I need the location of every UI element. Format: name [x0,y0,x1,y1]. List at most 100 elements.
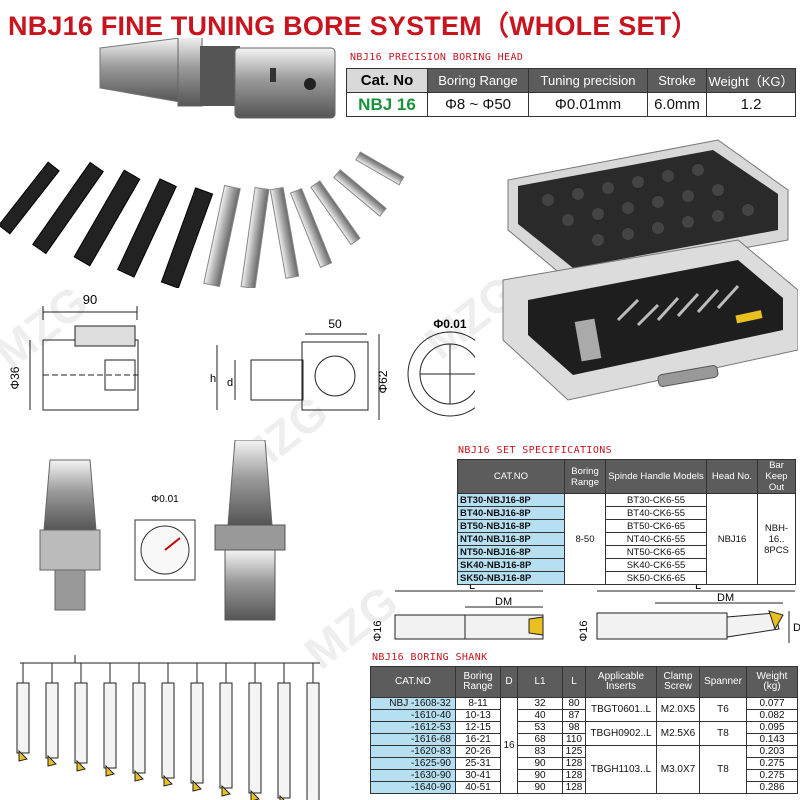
header-cell: CAT.NO [457,459,565,494]
insert-icon [47,754,57,767]
dim-D: D [793,622,800,634]
keep-out-cell: NBH-16.. 8PCS [757,493,796,585]
cat-no: -1610-40 [370,709,456,722]
set-header-row: CAT.NO Boring Range Spinde Handle Models… [457,459,796,494]
header-cell: L1 [517,666,563,698]
screw: M3.0X7 [656,745,700,794]
tool-set-photo [0,38,405,288]
insert-icon [279,794,285,800]
weight: 0.143 [746,733,798,746]
shank-header-row: CAT.NO Boring Range D L1 L Applicable In… [370,666,798,698]
l1: 53 [517,721,563,734]
tool-case-photo [502,139,798,401]
dim-L: L [469,585,475,592]
boring-bar-icon [16,682,30,754]
table-row: -1610-40 10-13 40 87 0.082 [370,709,798,722]
l: 98 [562,721,586,734]
insert-icon [105,764,115,777]
spindle-model: NT50-CK6-65 [605,545,707,559]
bars-lineup-drawing [16,655,320,800]
spindle-model: BT50-CK6-65 [605,519,707,533]
insert-icon [192,779,202,792]
cat-no: NT50-NBJ16-8P [457,545,565,559]
l1: 32 [517,697,563,710]
boring-bar-icon [103,682,117,769]
dim-DM: DM [717,592,734,604]
cat-no: BT50-NBJ16-8P [457,519,565,533]
table-row: -1612-53 12-15 53 98 TBGH0902..L M2.5X6 … [370,721,798,746]
insert-icon [76,759,86,772]
set-spec-table: CAT.NO Boring Range Spinde Handle Models… [457,459,796,585]
header-cell: Boring Range [427,68,529,93]
weight: 0.275 [746,769,798,782]
cat-no: SK40-NBJ16-8P [457,558,565,572]
weight: 0.082 [746,709,798,722]
cat-no-cell: NBJ 16 [346,92,428,117]
l1: 68 [517,733,563,746]
insert-icon [221,784,231,797]
spindle-model: BT30-CK6-55 [605,493,707,507]
range: 8-11 [455,697,501,710]
range: 25-31 [455,757,501,770]
set-spec-caption: NBJ16 SET SPECIFICATIONS [458,445,613,456]
cat-no: -1616-68 [370,733,456,746]
range: 30-41 [455,769,501,782]
boring-bar-icon [219,682,233,789]
l: 80 [562,697,586,710]
table-row: -1640-90 40-51 90 128 0.286 [370,781,798,794]
l1: 40 [517,709,563,722]
dim-90: 90 [83,292,97,307]
boring-bar-drawing: L DM Φ16 L DM Φ16 D [372,585,800,643]
table-row: -1620-83 20-26 83 125 TBGH1103..L M3.0X7… [370,745,798,794]
boring-bar-icon [132,682,146,774]
header-cell: Spinde Handle Models [605,459,707,494]
table-row: NT50-NBJ16-8P NT50-CK6-65 [457,545,796,559]
screw: M2.0X5 [656,697,700,722]
boring-bar-icon [74,682,88,764]
dim-dia36: Φ36 [8,366,22,389]
header-cell: Tuning precision [528,68,648,93]
range-cell: 8-50 [564,493,606,585]
header-cell: CAT.NO [370,666,456,698]
boring-bar-icon [45,682,59,759]
table-row: -1616-68 16-21 68 110 0.143 [370,733,798,746]
cat-no: NBJ -1608-32 [370,697,456,710]
head-no-cell: NBJ16 [706,493,758,585]
weight: 0.095 [746,721,798,734]
boring-bar-icon [190,682,204,784]
weight: 0.203 [746,745,798,758]
weight: 0.077 [746,697,798,710]
head-header-row: Cat. No Boring Range Tuning precision St… [346,68,796,93]
spanner: T6 [699,697,747,722]
spanner: T8 [699,721,747,746]
header-cell: Spanner [699,666,747,698]
head-table: Cat. No Boring Range Tuning precision St… [346,68,796,117]
boring-bar-icon [161,682,175,779]
dim-50: 50 [328,317,342,331]
header-cell: Boring Range [564,459,606,494]
l1: 90 [517,769,563,782]
spindle-model: SK40-CK6-55 [605,558,707,572]
header-cell: Stroke [647,68,707,93]
header-cell: Bar Keep Out [757,459,796,494]
range: 20-26 [455,745,501,758]
boring-shank-table: CAT.NO Boring Range D L1 L Applicable In… [370,666,798,794]
dim-dia16: Φ16 [578,620,590,641]
weight: 0.286 [746,781,798,794]
cat-no: -1630-90 [370,769,456,782]
boring-bar-icon [306,682,320,800]
head-dimension-drawing: 90 Φ36 50 h d Φ62 Φ0.01 [8,292,475,420]
table-row: -1625-90 25-31 90 128 0.275 [370,757,798,770]
spindle-model: BT40-CK6-55 [605,506,707,520]
cat-no: -1612-53 [370,721,456,734]
spindle-model: SK50-CK6-65 [605,571,707,585]
header-cell: Weight（KG） [706,68,796,93]
cat-no: BT30-NBJ16-8P [457,493,565,507]
head-caption: NBJ16 PRECISION BORING HEAD [350,52,524,63]
insert-icon [163,774,173,787]
insert-icon [134,769,144,782]
dim-h: h [210,373,216,385]
cat-no: -1640-90 [370,781,456,794]
